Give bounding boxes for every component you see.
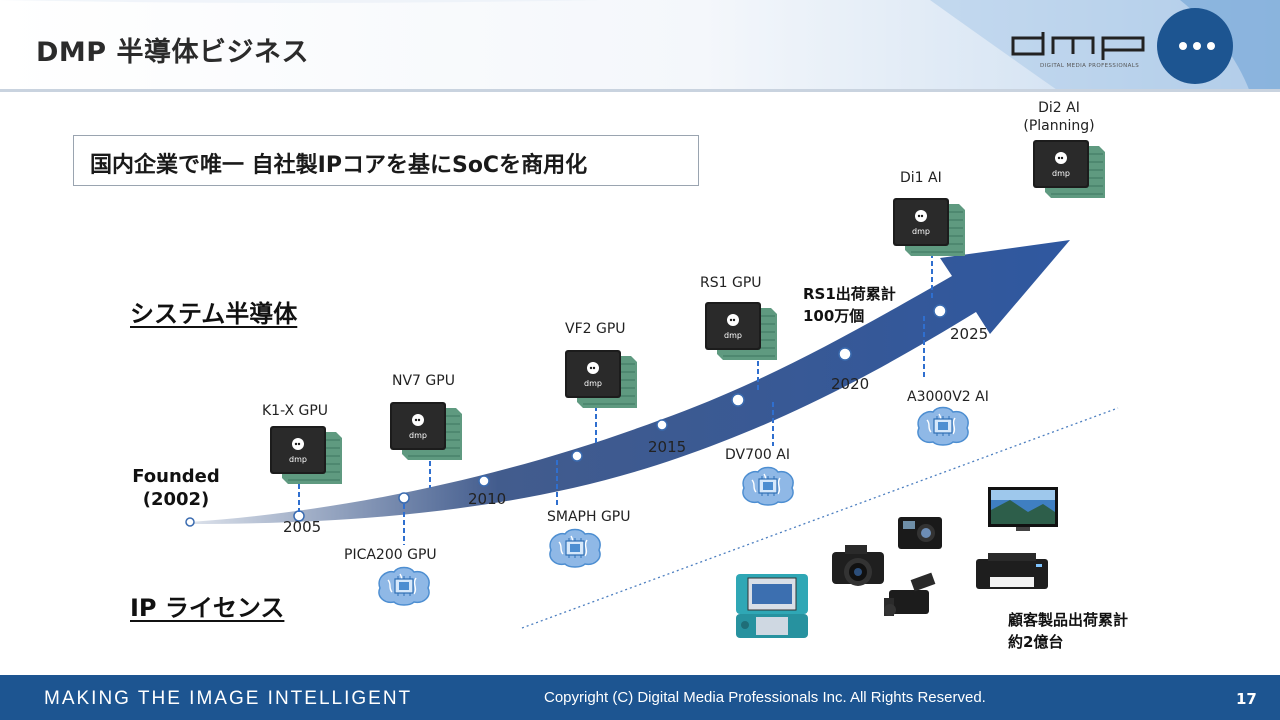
page-number: 17 (1236, 690, 1257, 708)
market-separator-line (521, 407, 1119, 629)
chip-label-vf2: VF2 GPU (565, 321, 626, 337)
ip-label-smaph: SMAPH GPU (547, 509, 631, 525)
rs1-note-line1: RS1出荷累計 (803, 285, 896, 303)
camcorder-icon (884, 572, 936, 616)
smaph-brain-chip-icon (549, 528, 601, 568)
slide-title: DMP 半導体ビジネス (36, 37, 309, 68)
action-camera-icon (898, 517, 942, 549)
customer-note-line1: 顧客製品出荷累計 (1008, 611, 1129, 629)
footer-copyright: Copyright (C) Digital Media Professional… (544, 689, 986, 706)
header-background (0, 0, 1280, 92)
section-ip-license: IP ライセンス (130, 594, 285, 622)
chip-label-di1: Di1 AI (900, 170, 942, 186)
tagline-text: 国内企業で唯一 自社製IPコアを基にSoCを商用化 (90, 153, 588, 178)
dmp-logo-icon (1011, 8, 1233, 84)
ip-label-dv700: DV700 AI (725, 447, 790, 463)
chip-label-nv7: NV7 GPU (392, 373, 455, 389)
logo-subtitle: DIGITAL MEDIA PROFESSIONALS (1040, 63, 1140, 69)
a3000v2-brain-chip-icon (917, 406, 969, 446)
year-2025: 2025 (950, 325, 989, 343)
customer-note-line2: 約2億台 (1008, 633, 1064, 651)
year-2015: 2015 (648, 438, 687, 456)
growth-arrow (190, 240, 1070, 524)
di2-chip-icon (1033, 140, 1105, 199)
slide-header: DMP 半導体ビジネス DIGITAL MEDIA PROFESSIONALS (0, 0, 1280, 92)
customer-shipment-note: 顧客製品出荷累計 約2億台 (1008, 609, 1128, 653)
year-2020: 2020 (831, 375, 870, 393)
tv-display-icon (988, 487, 1058, 531)
founded-label: Founded (2002) (128, 465, 224, 511)
di1-chip-icon (893, 198, 965, 257)
chip-label-k1x: K1-X GPU (262, 403, 329, 419)
dv700-brain-chip-icon (742, 466, 794, 506)
rs1-shipment-note: RS1出荷累計 100万個 (803, 283, 896, 327)
year-2010: 2010 (468, 490, 507, 508)
tagline-box: 国内企業で唯一 自社製IPコアを基にSoCを商用化 (73, 135, 699, 186)
section-system-semiconductor: システム半導体 (130, 300, 298, 328)
founded-line2: (2002) (142, 489, 210, 510)
k1x-chip-icon (270, 426, 342, 485)
chip-label-rs1: RS1 GPU (700, 275, 762, 291)
ip-label-a3000v2: A3000V2 AI (907, 389, 989, 405)
slide-footer: MAKING THE IMAGE INTELLIGENT Copyright (… (0, 675, 1280, 720)
handheld-console-icon (736, 574, 808, 638)
founded-line1: Founded (132, 466, 220, 487)
nv7-chip-icon (390, 402, 462, 461)
timeline-markers (185, 304, 947, 527)
chip-label-di2-line2: (Planning) (1023, 118, 1095, 134)
dmp-logo (1005, 6, 1235, 86)
ip-label-pica200: PICA200 GPU (344, 547, 437, 563)
header-divider (0, 89, 1280, 92)
chip-label-di2: Di2 AI (Planning) (1018, 99, 1100, 135)
year-2005: 2005 (283, 518, 322, 536)
dslr-camera-icon (832, 545, 884, 586)
printer-icon (976, 553, 1048, 589)
rs1-chip-icon (705, 302, 777, 361)
vf2-chip-icon (565, 350, 637, 409)
footer-slogan: MAKING THE IMAGE INTELLIGENT (44, 688, 413, 709)
chip-label-di2-line1: Di2 AI (1038, 100, 1080, 116)
pica200-brain-chip-icon (378, 566, 430, 606)
rs1-note-line2: 100万個 (803, 307, 865, 325)
